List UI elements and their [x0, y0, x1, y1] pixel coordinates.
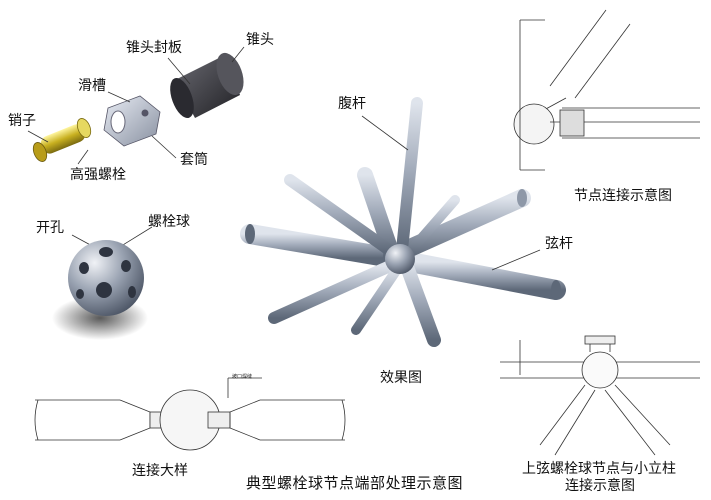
upper-chord-drawing: [500, 335, 700, 456]
detail-weld-note: 坡口焊缝: [232, 374, 253, 380]
member-leaders: [361, 115, 541, 271]
label-bolt: 高强螺栓: [70, 167, 126, 183]
sleeve-part: [103, 95, 161, 147]
label-pin: 销子: [8, 113, 36, 129]
label-slot: 滑槽: [78, 78, 106, 94]
label-cone: 锥头: [246, 32, 274, 48]
caption-effect: 效果图: [380, 370, 422, 386]
caption-upper-chord-line2: 连接示意图: [565, 478, 635, 494]
cone-part: [170, 52, 244, 119]
label-bolt-ball: 螺栓球: [148, 214, 190, 230]
caption-upper-chord-line1: 上弦螺栓球节点与小立柱: [522, 461, 676, 477]
label-cone-plate: 锥头封板: [126, 40, 182, 56]
page-title: 典型螺栓球节点端部处理示意图: [246, 474, 464, 492]
label-sleeve: 套筒: [180, 152, 208, 168]
pin-part: [32, 118, 92, 162]
detail-drawing: [34, 377, 346, 451]
label-hole: 开孔: [36, 220, 64, 236]
node-connection-drawing: [513, 9, 700, 171]
caption-node-connection: 节点连接示意图: [574, 188, 672, 204]
bolt-ball-part: [52, 240, 148, 340]
label-web-member: 腹杆: [338, 96, 366, 112]
caption-detail: 连接大样: [132, 463, 188, 479]
label-chord-member: 弦杆: [545, 236, 573, 252]
effect-drawing: [240, 97, 566, 347]
